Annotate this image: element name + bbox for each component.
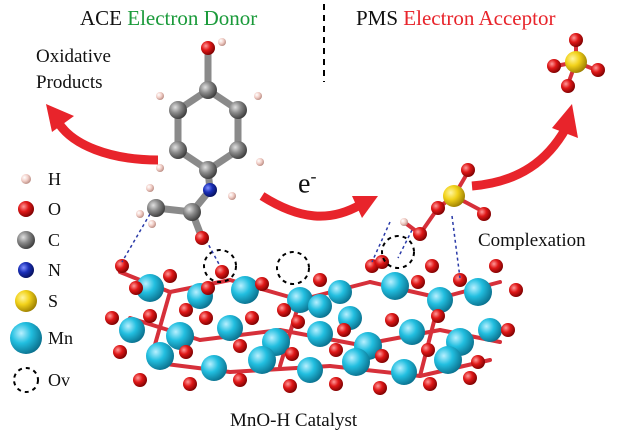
- legend-n-symbol: [18, 262, 34, 278]
- ace-atoms: [136, 38, 264, 245]
- legend-c-label: C: [48, 230, 61, 250]
- products-label: Products: [36, 72, 103, 93]
- electron-charge: -: [310, 166, 317, 186]
- legend-o-symbol: [18, 201, 34, 217]
- legend-mn-symbol: [10, 322, 42, 354]
- donor-prefix: ACE: [80, 6, 122, 30]
- acceptor-title: PMS Electron Acceptor: [356, 6, 555, 31]
- pms-bound-bonds: [402, 170, 486, 236]
- pms-free-atoms: [547, 33, 605, 93]
- catalyst-o-atoms: [105, 255, 523, 395]
- oxygen-vacancy: [203, 249, 237, 283]
- legend-h-label: H: [48, 169, 61, 189]
- pms-bound-atoms: [400, 163, 491, 241]
- arrow-to-pms: [471, 104, 578, 191]
- legend-ov-label: Ov: [48, 370, 70, 390]
- arrow-electron-transfer: [259, 192, 378, 221]
- legend-mn-label: Mn: [48, 328, 74, 348]
- catalyst-mn-atoms: [119, 272, 502, 385]
- acceptor-prefix: PMS: [356, 6, 399, 30]
- legend-s-symbol: [15, 290, 37, 312]
- legend-symbols: [10, 174, 42, 393]
- arrow-to-products: [46, 104, 159, 165]
- legend-h-symbol: [21, 174, 31, 184]
- donor-role: Electron Donor: [127, 6, 258, 30]
- oxidative-label: Oxidative: [36, 46, 111, 67]
- oxygen-vacancy: [381, 235, 415, 269]
- legend-n-label: N: [48, 260, 61, 280]
- hydrogen-bonds: [121, 213, 461, 279]
- legend-c-symbol: [17, 231, 35, 249]
- legend-s-label: S: [48, 291, 59, 311]
- legend-ov-symbol: [13, 367, 39, 393]
- complexation-label: Complexation: [478, 230, 586, 251]
- catalyst-label: MnO-H Catalyst: [230, 410, 358, 431]
- electron-label: e-: [298, 166, 316, 200]
- oxygen-vacancy: [276, 251, 310, 285]
- legend-o-label: O: [48, 199, 61, 219]
- acceptor-role: Electron Acceptor: [403, 6, 556, 30]
- donor-title: ACE Electron Donor: [80, 6, 257, 31]
- electron-symbol: e: [298, 168, 311, 200]
